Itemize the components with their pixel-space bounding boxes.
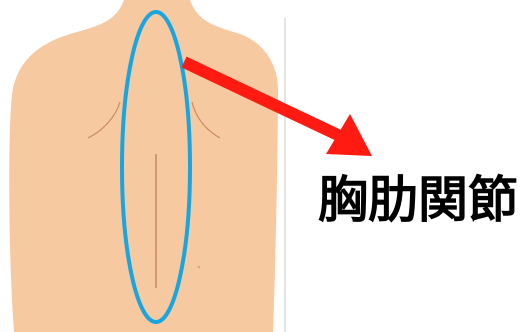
anatomy-label: 胸肋関節	[318, 170, 518, 230]
torso-back	[9, 0, 278, 332]
